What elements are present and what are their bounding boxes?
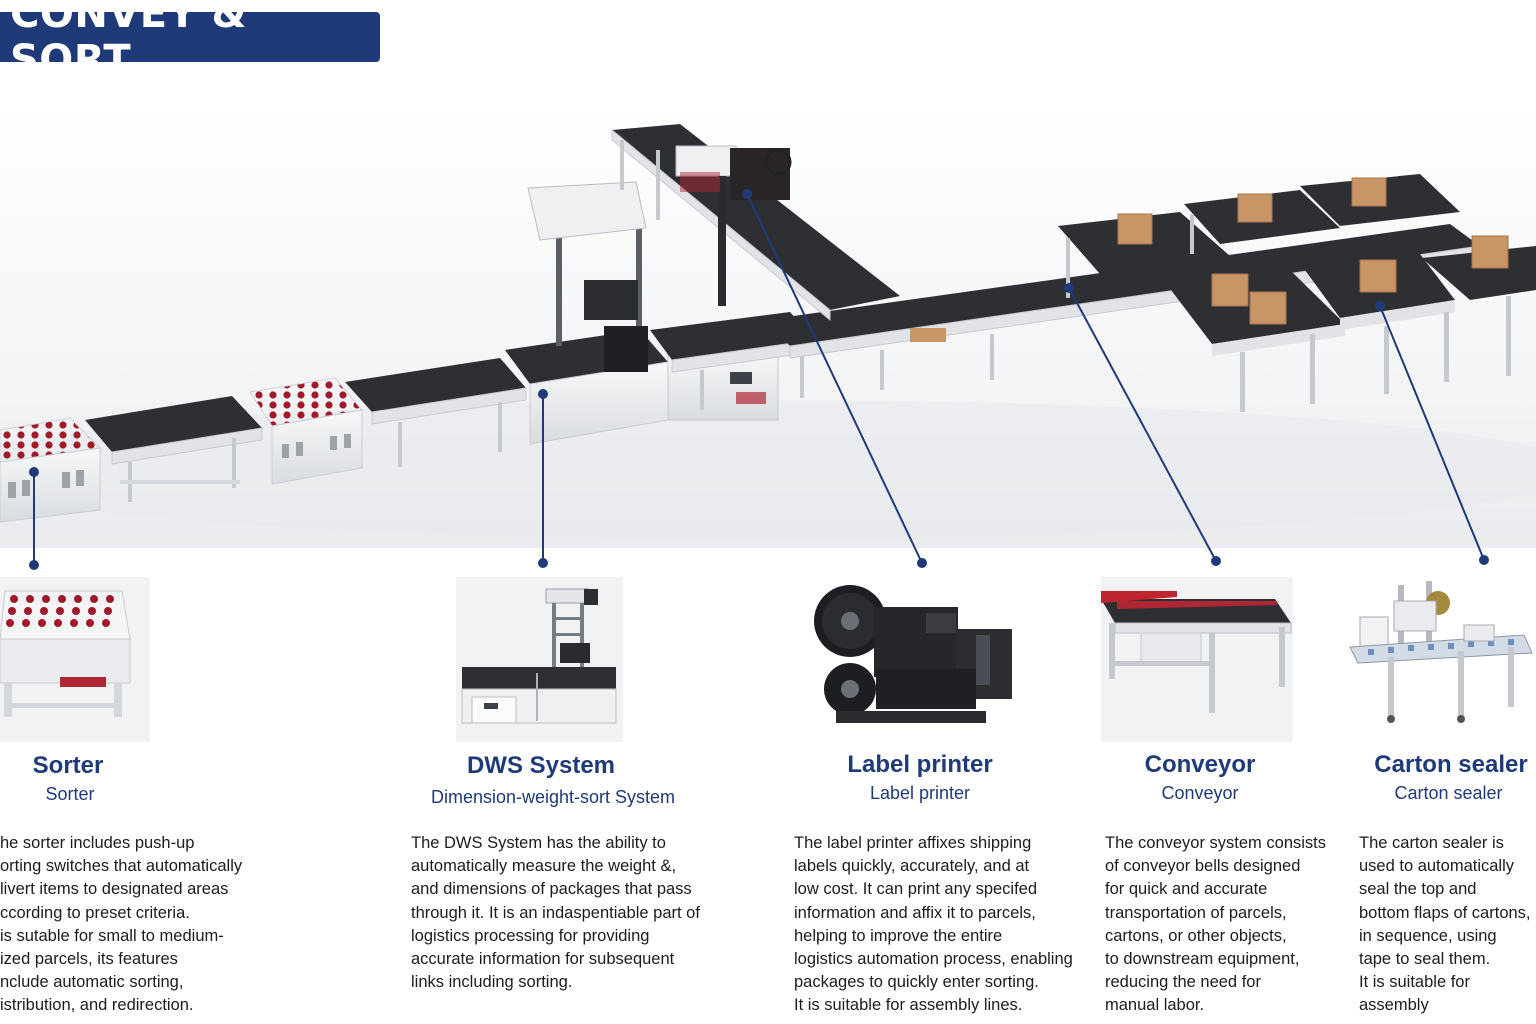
label-printer-icon [806,577,1014,742]
conveyor-title: Conveyor [1144,751,1256,778]
callout-dot-label-printer [917,558,927,568]
callout-dot-sorter [29,560,39,570]
carton-sealer-title: Carton sealer [1374,751,1528,778]
page-title-banner: CONVEY & SORT [0,0,380,83]
dws-system-title: DWS System [466,752,616,779]
production-line-illustration [0,104,1536,548]
dws-system-description: The DWS System has the ability to automa… [411,834,700,992]
sorter-title: Sorter [32,752,104,779]
conveyor-description: The conveyor system consists of conveyor… [1105,834,1326,1015]
label-printer-description: The label printer affixes shipping label… [794,834,1073,1015]
callout-dot-conveyor [1211,556,1221,566]
page-title: CONVEY & SORT [10,0,247,83]
label-printer-subtitle: Label printer [869,783,971,803]
sorter-unit-1 [0,417,102,523]
dws-system-icon [456,577,623,742]
carton-sealer-icon [1348,577,1536,727]
sorter-icon [0,577,150,742]
sorter-description: he sorter includes push-up orting switch… [0,834,243,1015]
conveyor-icon [1101,577,1293,742]
sorter-subtitle: Sorter [45,784,95,804]
callout-dot-dws [538,558,548,568]
carton-sealer-description: The carton sealer is used to automatical… [1359,834,1531,1015]
production-line-drawing [0,124,1536,540]
dws-system-subtitle: Dimension-weight-sort System [430,787,676,807]
label-printer-line [611,124,900,322]
callout-dot-carton-sealer [1479,555,1489,565]
sorter-unit-2 [249,377,363,485]
carton-sealer-subtitle: Carton sealer [1394,783,1503,803]
label-printer-title: Label printer [847,751,993,778]
conveyor-subtitle: Conveyor [1161,783,1239,803]
